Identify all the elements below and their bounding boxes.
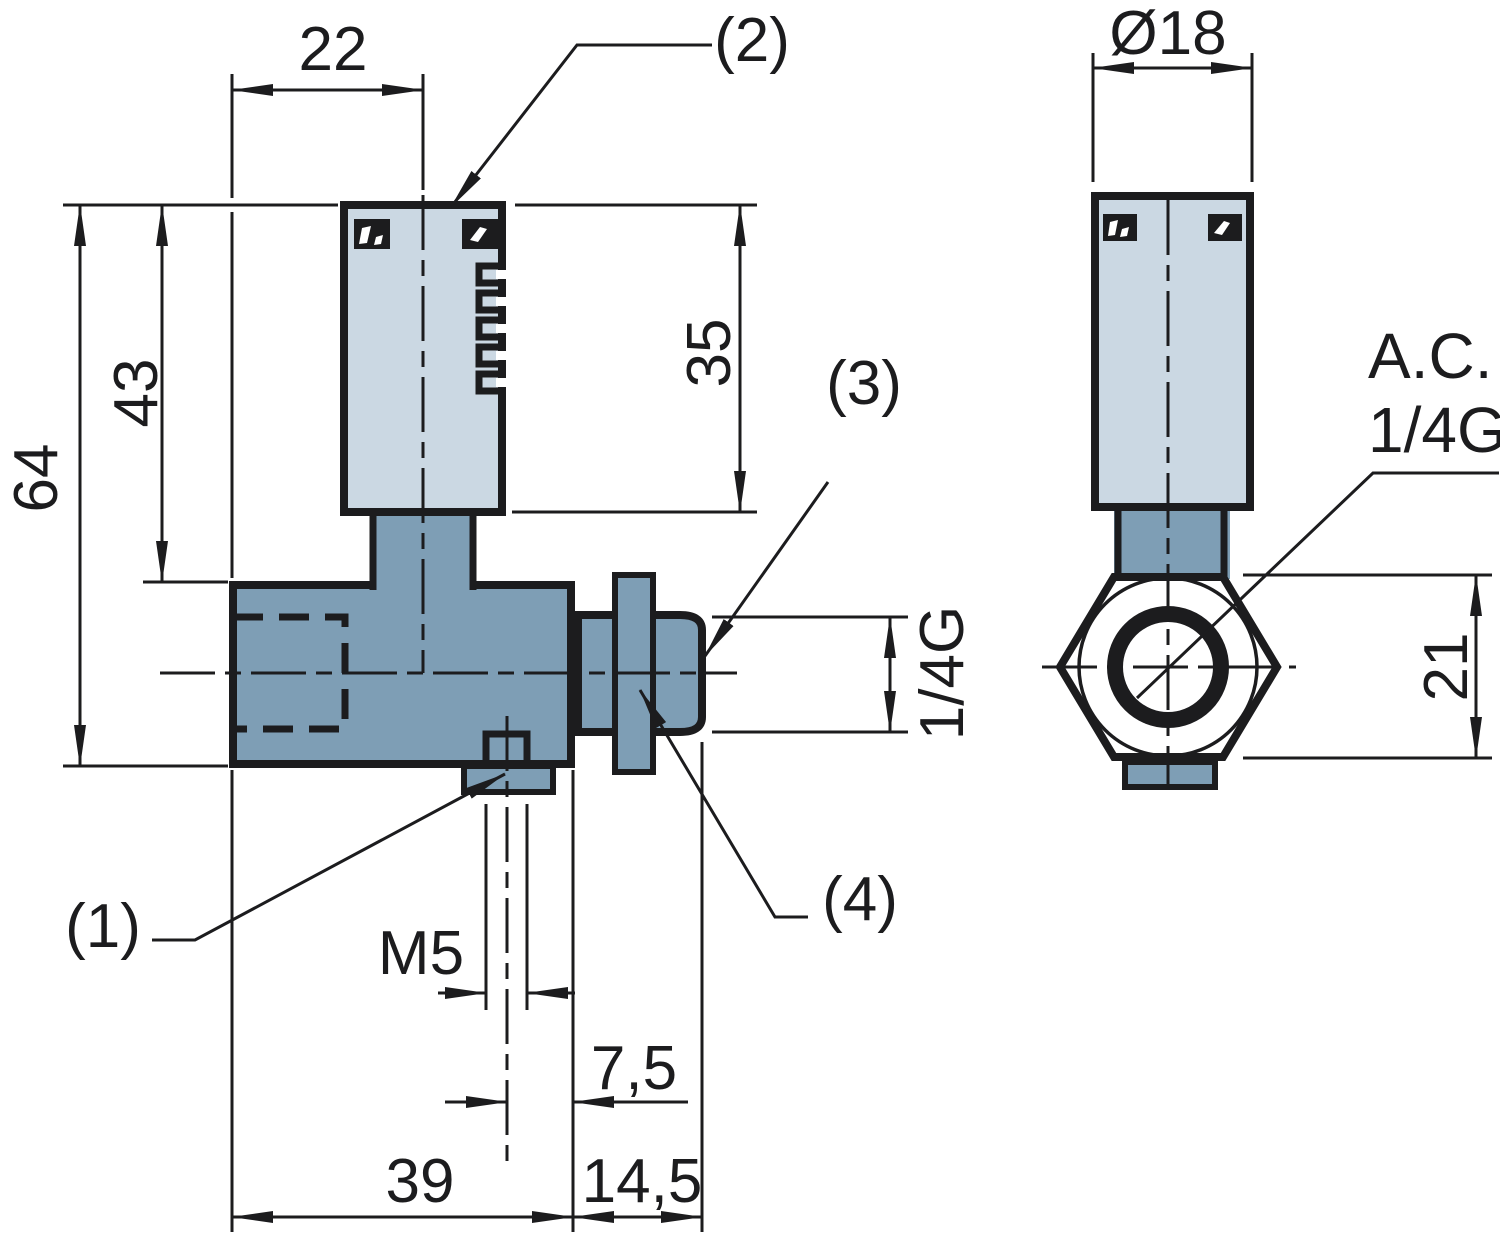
dim-coil-diameter: Ø18: [1091, 0, 1254, 182]
dim-label-22: 22: [299, 15, 368, 84]
dim-port-thread: 1/4G: [712, 606, 977, 740]
dim-label-39: 39: [386, 1147, 455, 1216]
coil-clip-right-mark: [470, 227, 487, 242]
side-view: 22 64 43 35 1/4G: [2, 6, 977, 1232]
coil-clip-left-mark: [359, 226, 371, 244]
callout-2-label: (2): [714, 6, 790, 75]
front-clip-right-mark: [1214, 221, 1230, 235]
dim-exhaust-offset: 7,5: [445, 1034, 688, 1108]
ac-label-line2: 1/4G: [1368, 394, 1500, 466]
armature-neck-edges: [369, 512, 477, 590]
ac-label-line1: A.C.: [1368, 320, 1492, 392]
air-connection-label: A.C. 1/4G: [1135, 320, 1500, 700]
callout-3-leader: [703, 481, 830, 657]
callout-4: (4): [638, 689, 898, 934]
front-neck-edges: [1114, 507, 1228, 577]
dim-label-21: 21: [1412, 633, 1481, 702]
dim-body-length: 39: [231, 1147, 574, 1223]
callout-1: (1): [65, 772, 506, 961]
coil-clip-left: [354, 219, 390, 249]
dim-upper-height: 43: [102, 204, 228, 584]
dim-label-35: 35: [675, 319, 744, 388]
bottom-extension-lines: [230, 742, 704, 1232]
dim-coil-width: 22: [230, 15, 425, 578]
dim-label-7-5: 7,5: [591, 1034, 677, 1103]
dim-exhaust-thread: M5: [378, 804, 575, 1010]
dim-label-quarter-g: 1/4G: [908, 606, 977, 740]
dim-label-64: 64: [2, 444, 71, 513]
callout-3-label: (3): [826, 349, 902, 418]
dim-port-length: 14,5: [572, 1147, 703, 1223]
front-neck-fill: [1114, 509, 1230, 579]
coil-clip-left-mark2: [374, 235, 383, 245]
front-view: Ø18 21 A.C. 1/4G: [1042, 0, 1500, 790]
dim-label-m5: M5: [378, 919, 464, 988]
front-clip-left-mark: [1108, 220, 1118, 236]
front-coil: [1091, 192, 1254, 511]
dim-label-14-5: 14,5: [582, 1147, 703, 1216]
callout-1-label: (1): [65, 892, 141, 961]
front-exhaust-boss: [1122, 759, 1218, 790]
callout-2: (2): [449, 6, 790, 208]
front-coil-clip-left: [1103, 214, 1137, 241]
callout-4-leader: [638, 689, 808, 919]
callout-1-leader: [152, 772, 506, 942]
front-clip-left-mark2: [1120, 227, 1129, 237]
callout-4-label: (4): [822, 865, 898, 934]
dim-hex-height: 21: [1243, 573, 1492, 760]
dim-label-43: 43: [102, 359, 171, 428]
callout-3: (3): [703, 349, 902, 657]
dim-total-height: 64: [2, 203, 338, 768]
coil-ratchet-notches: [475, 262, 512, 395]
air-connection-leader: [1135, 471, 1499, 700]
dim-label-dia18: Ø18: [1109, 0, 1226, 68]
dim-coil-height: 35: [512, 203, 757, 514]
callout-2-leader: [449, 43, 712, 208]
